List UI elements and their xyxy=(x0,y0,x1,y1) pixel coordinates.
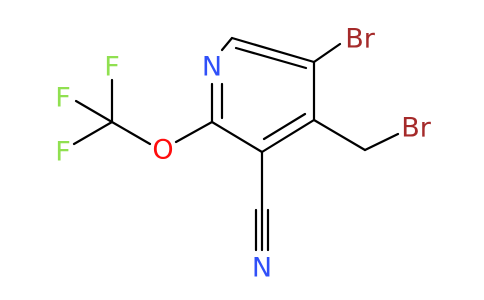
bond-ch2-br xyxy=(363,132,400,152)
bond-ring-ch-cbr-inner xyxy=(234,46,308,70)
atom-f-top: F xyxy=(104,52,120,83)
bond-cch2-ch2 xyxy=(312,118,367,152)
bond-o-cf3 xyxy=(110,120,152,146)
atom-n-ring: N xyxy=(202,52,222,83)
bond-ring-n-ch xyxy=(220,36,234,52)
bond-ring-ccn-cocf3 xyxy=(210,120,264,154)
atom-o-ether: O xyxy=(152,135,173,166)
bond-cf3-f3 xyxy=(72,120,114,146)
atom-f-left: F xyxy=(55,83,71,114)
bond-ring-ch-cbr xyxy=(230,36,316,64)
bond-ring-cch2-ccn-inner xyxy=(262,112,307,141)
bond-ring-cch2-ccn xyxy=(260,118,316,154)
atom-br-5: Br xyxy=(345,24,376,55)
atom-f-bottom: F xyxy=(55,137,71,168)
atom-n-nitrile: N xyxy=(252,253,272,284)
bond-cbr-br xyxy=(312,42,342,64)
bond-cocf3-o xyxy=(174,120,214,144)
bond-cf3-f2 xyxy=(74,99,114,124)
atom-br-ch2: Br xyxy=(401,113,432,144)
